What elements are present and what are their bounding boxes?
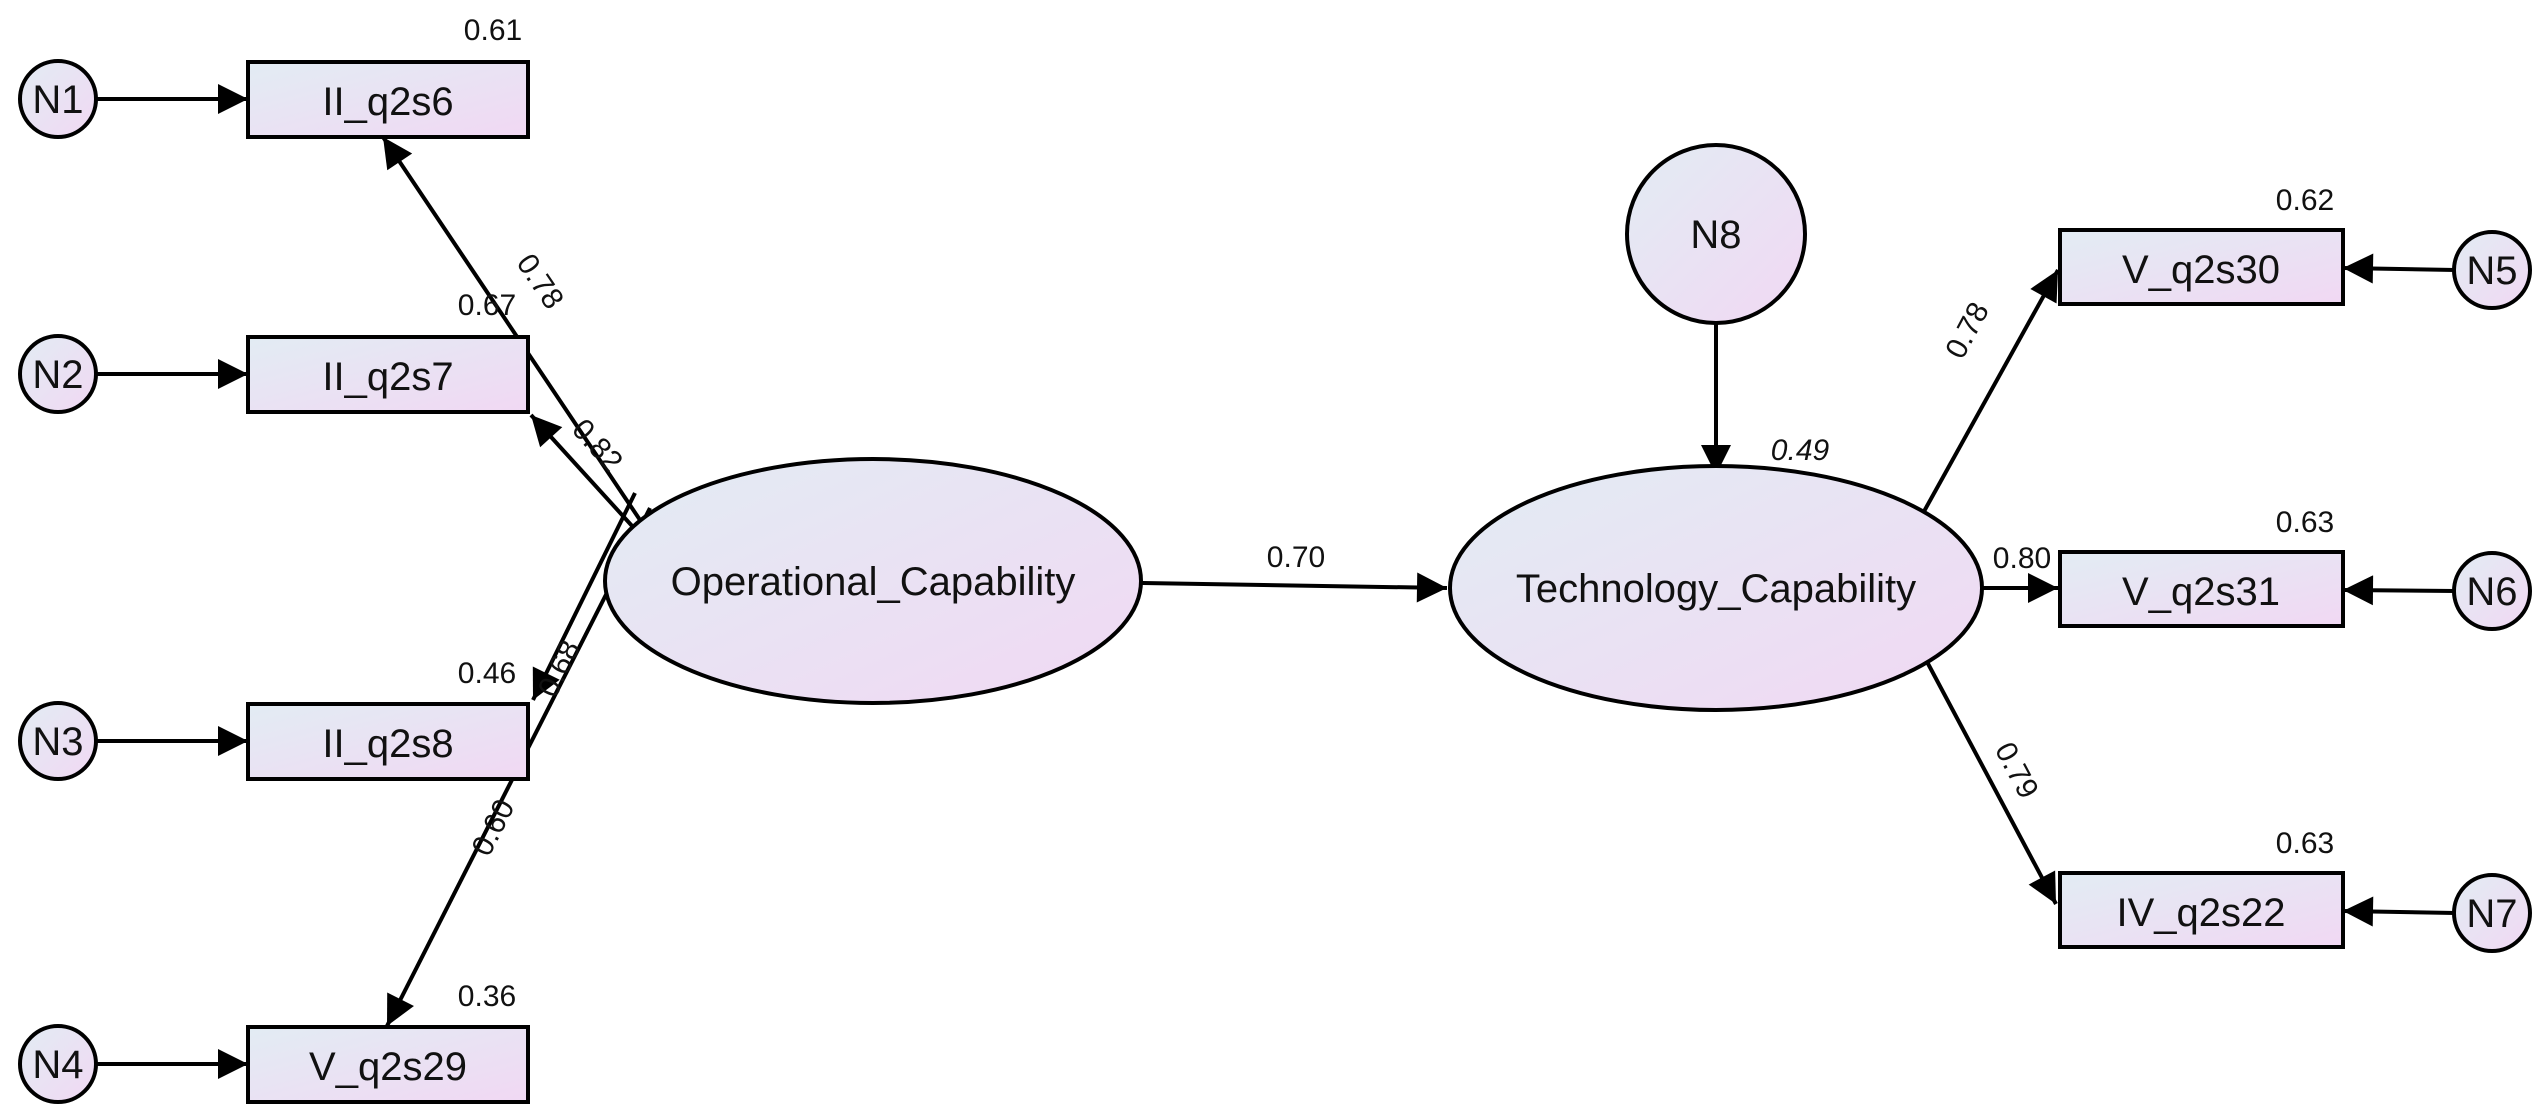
error-node-n3: N3	[18, 701, 98, 781]
error-label: N7	[2466, 892, 2517, 936]
coef-structural: 0.70	[1267, 541, 1325, 574]
latent-technology-capability: Technology_Capability	[1448, 464, 1984, 712]
error-label: N3	[32, 720, 83, 764]
loading-arrow-iv-q2s22	[1923, 657, 2058, 905]
indicator-label: II_q2s6	[322, 80, 453, 124]
latent-operational-capability: Operational_Capability	[603, 457, 1143, 705]
error-arrow-n5	[2342, 253, 2456, 284]
indicator-label: V_q2s30	[2122, 248, 2280, 292]
coef-v-q2s29: 0.60	[466, 794, 522, 861]
latent-label: Technology_Capability	[1516, 567, 1916, 611]
coef-v-q2s31: 0.80	[1993, 542, 2051, 575]
loading-arrow-ii-q2s7	[529, 413, 635, 529]
indicator-label: IV_q2s22	[2116, 891, 2285, 935]
error-label: N1	[32, 78, 83, 122]
indicator-v-q2s29: V_q2s29	[246, 1025, 530, 1104]
error-node-n2: N2	[18, 334, 98, 414]
error-arrow-n6	[2342, 575, 2456, 606]
r2-v-q2s29: 0.36	[458, 980, 516, 1013]
loading-arrow-ii-q2s6	[381, 135, 642, 522]
r2-v-q2s30: 0.62	[2276, 184, 2334, 217]
r2-ii-q2s7: 0.67	[458, 289, 516, 322]
loading-arrow-v-q2s30	[1920, 269, 2060, 516]
error-label: N6	[2466, 570, 2517, 614]
error-node-n1: N1	[18, 59, 98, 139]
indicator-v-q2s31: V_q2s31	[2058, 550, 2345, 628]
r2-technology-capability: 0.49	[1771, 434, 1830, 467]
coef-ii-q2s6: 0.78	[510, 248, 570, 315]
indicator-ii-q2s6: II_q2s6	[246, 60, 530, 139]
latent-label: Operational_Capability	[671, 560, 1076, 604]
indicator-ii-q2s8: II_q2s8	[246, 702, 530, 781]
error-label: N2	[32, 353, 83, 397]
r2-ii-q2s6: 0.61	[464, 14, 522, 47]
error-node-n4: N4	[18, 1024, 98, 1104]
indicator-v-q2s30: V_q2s30	[2058, 228, 2345, 306]
error-node-n6: N6	[2452, 551, 2532, 631]
error-node-n5: N5	[2452, 230, 2532, 310]
error-node-n7: N7	[2452, 873, 2532, 953]
indicator-label: II_q2s7	[322, 355, 453, 399]
loading-arrow-ii-q2s8	[531, 492, 637, 701]
r2-iv-q2s22: 0.63	[2276, 827, 2334, 860]
error-label: N4	[32, 1043, 83, 1087]
structural-arrow	[1141, 572, 1448, 603]
coef-v-q2s30: 0.78	[1939, 297, 1996, 364]
r2-ii-q2s8: 0.46	[458, 657, 516, 690]
indicator-ii-q2s7: II_q2s7	[246, 335, 530, 414]
error-arrow-n7	[2342, 896, 2456, 927]
indicator-label: II_q2s8	[322, 722, 453, 766]
indicator-label: V_q2s29	[309, 1045, 467, 1089]
indicator-label: V_q2s31	[2122, 570, 2280, 614]
error-label: N8	[1690, 213, 1741, 257]
r2-v-q2s31: 0.63	[2276, 506, 2334, 539]
indicator-iv-q2s22: IV_q2s22	[2058, 871, 2345, 949]
error-label: N5	[2466, 249, 2517, 293]
error-node-n8: N8	[1625, 143, 1807, 325]
